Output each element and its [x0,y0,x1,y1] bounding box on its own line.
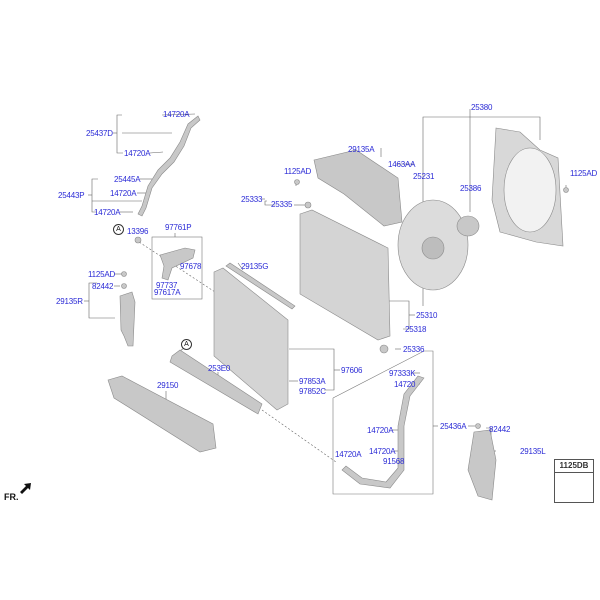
fan-motor-25386 [456,215,480,237]
part-label-29135A[interactable]: 29135A [348,145,375,154]
leader-25443P [91,178,98,213]
part-label-97678[interactable]: 97678 [180,262,202,271]
part-label-29135L[interactable]: 29135L [520,447,546,456]
part-label-97333K[interactable]: 97333K [389,369,416,378]
air-guard-29150 [107,375,217,453]
hose-25436A [341,375,425,489]
reference-marker-a-top: A [113,224,124,235]
part-label-14720A-h2[interactable]: 14720A [369,447,396,456]
part-label-97606[interactable]: 97606 [341,366,363,375]
condenser-97606 [213,267,289,411]
part-label-97737[interactable]: 97737 [156,281,178,290]
part-label-1125AD-right[interactable]: 1125AD [570,169,598,178]
bracket-97761P [159,247,196,281]
part-label-14720A-3[interactable]: 14720A [94,208,121,217]
part-label-82442-right[interactable]: 82442 [489,425,511,434]
leader-25437D [116,114,123,154]
clip-82442-right [475,423,481,429]
shroud-ring [503,147,557,233]
part-label-14720A-2[interactable]: 14720A [110,189,137,198]
part-label-25386[interactable]: 25386 [460,184,482,193]
seal-29135G [225,262,296,310]
part-label-97617A[interactable]: 97617A [154,288,181,297]
part-label-25310[interactable]: 25310 [416,311,438,320]
grommet-13396 [134,236,142,244]
radiator-25310 [299,209,391,341]
part-label-14720A-h1[interactable]: 14720A [367,426,394,435]
mount-25336 [379,344,389,354]
part-label-97853A[interactable]: 97853A [299,377,326,386]
part-label-1463AA[interactable]: 1463AA [388,160,416,169]
part-label-25231[interactable]: 25231 [413,172,435,181]
part-label-14720A-top[interactable]: 14720A [163,110,190,119]
callout-box-1125DB: 1125DB [554,459,594,503]
clip-82442-left [121,283,127,289]
part-label-91568[interactable]: 91568 [383,457,405,466]
part-label-13396[interactable]: 13396 [127,227,149,236]
part-label-25336[interactable]: 25336 [403,345,425,354]
bolt-1125AD-left [121,271,127,277]
part-label-1125AD-left[interactable]: 1125AD [88,270,116,279]
air-guard-29135A [313,149,403,227]
part-label-97852C[interactable]: 97852C [299,387,326,396]
part-label-29150[interactable]: 29150 [157,381,179,390]
bolt-1125AD-mid [294,179,300,185]
part-label-14720[interactable]: 14720 [394,380,416,389]
part-label-25437D[interactable]: 25437D [86,129,113,138]
front-direction-arrow-icon [20,483,31,494]
part-label-25333[interactable]: 25333 [241,195,263,204]
bolt-1125AD-right [563,187,569,193]
part-label-25380[interactable]: 25380 [471,103,493,112]
part-label-1125AD-mid[interactable]: 1125AD [284,167,312,176]
air-guard-29135L [467,429,497,501]
callout-box-25436A [332,350,434,495]
callout-box-97761P [151,236,203,300]
part-label-25445A[interactable]: 25445A [114,175,141,184]
front-indicator: FR. [4,492,19,502]
part-label-29135G[interactable]: 29135G [241,262,269,271]
part-label-25443P[interactable]: 25443P [58,191,85,200]
part-label-25335[interactable]: 25335 [271,200,293,209]
part-label-1125DB[interactable]: 1125DB [555,460,593,473]
part-label-25318[interactable]: 25318 [405,325,427,334]
hose-25437D [137,115,201,217]
part-label-253E0[interactable]: 253E0 [208,364,231,373]
part-label-14720A-mid[interactable]: 14720A [124,149,151,158]
mount-25335 [304,201,312,209]
cooler-253E0 [169,349,263,415]
air-guard-29135R [119,291,136,347]
part-label-29135R[interactable]: 29135R [56,297,83,306]
part-label-97761P[interactable]: 97761P [165,223,192,232]
part-label-82442-left[interactable]: 82442 [92,282,114,291]
reference-marker-a-bottom: A [181,339,192,350]
part-label-14720A-h3[interactable]: 14720A [335,450,362,459]
part-label-25436A[interactable]: 25436A [440,422,467,431]
